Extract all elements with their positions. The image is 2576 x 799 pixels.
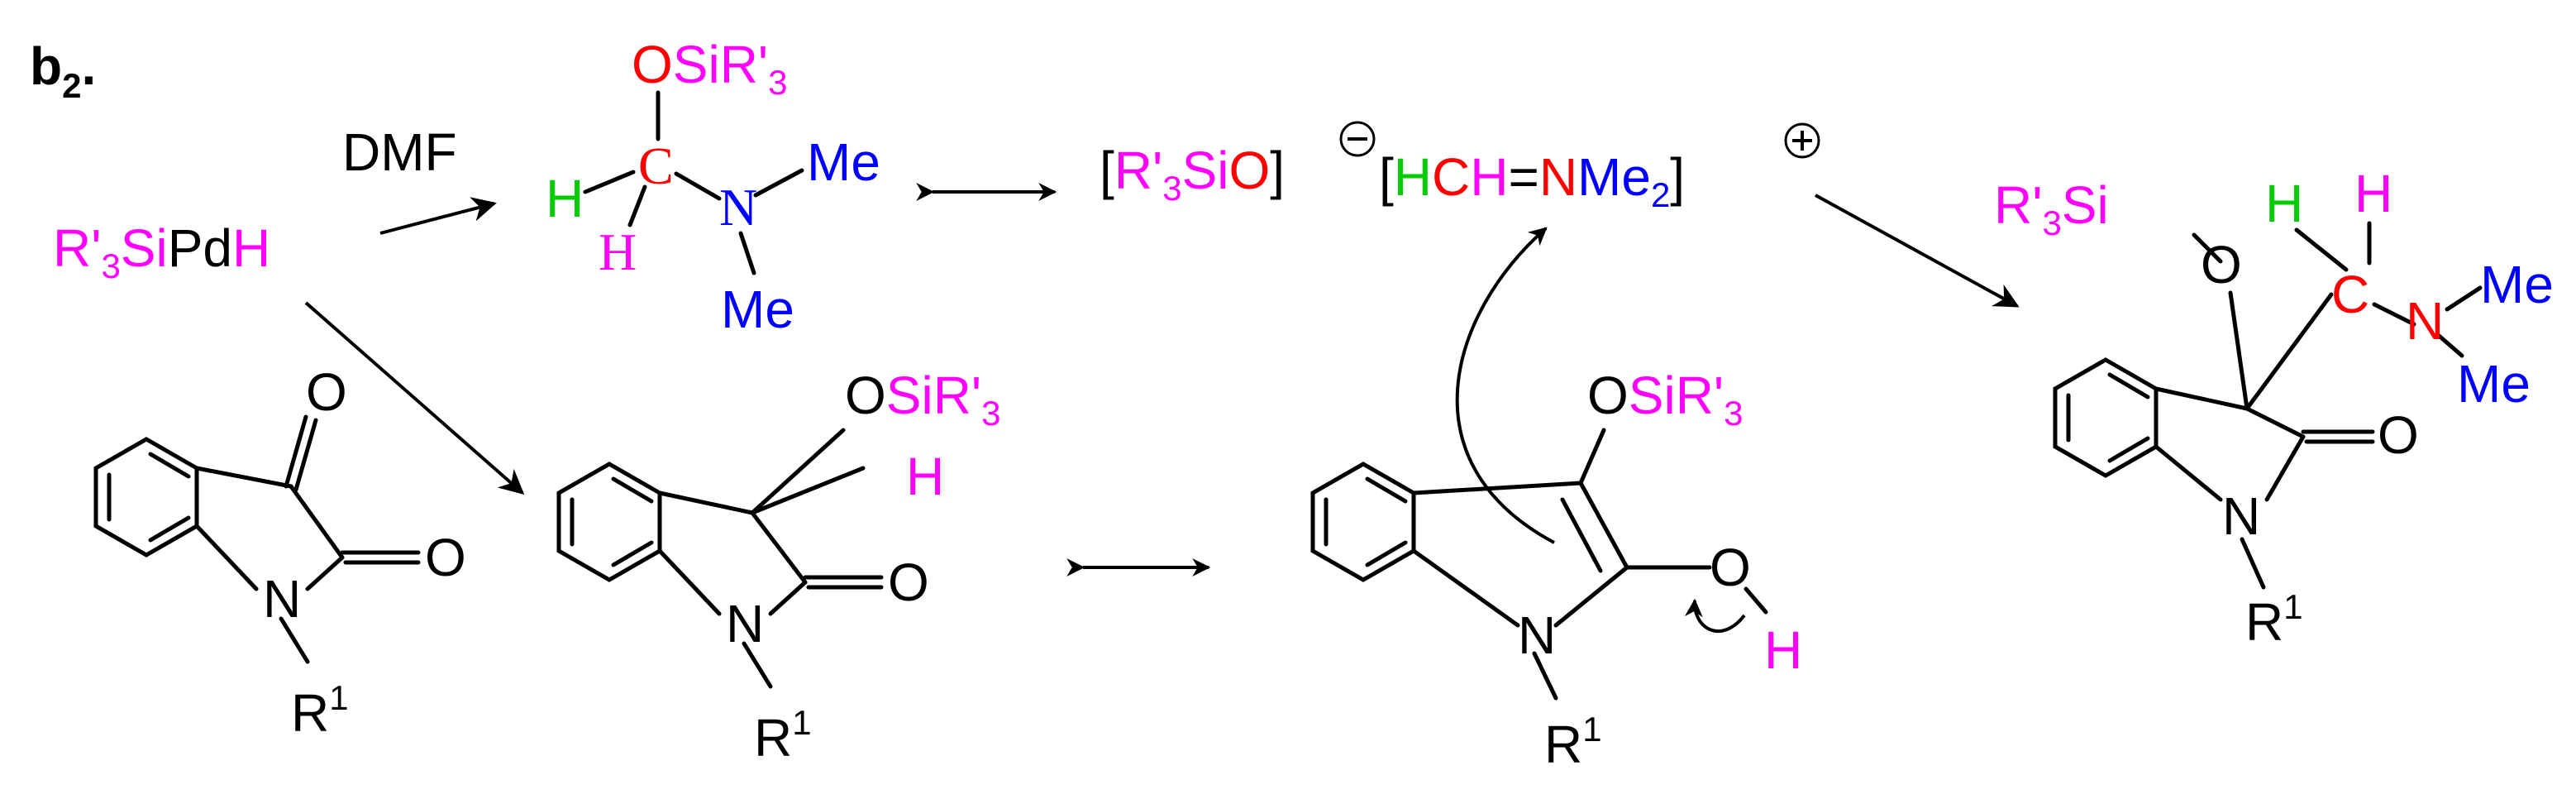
svg-text:R1: R1 [1544, 710, 1602, 774]
svg-text:O: O [306, 362, 347, 422]
svg-text:OSiR'3: OSiR'3 [845, 366, 1000, 433]
curved-arrow-to-iminium [1455, 227, 1555, 544]
svg-text:H: H [1764, 620, 1802, 680]
svg-text:R1: R1 [754, 703, 812, 768]
product-structure: R'3Si O H H C N Me Me O N R1 [1994, 164, 2554, 652]
svg-text:O: O [425, 528, 466, 587]
svg-text:OSiR'3: OSiR'3 [1587, 366, 1743, 433]
svg-text:H: H [906, 447, 944, 506]
svg-text:H: H [546, 169, 584, 228]
svg-text:N: N [1518, 605, 1556, 665]
svg-text:O: O [888, 553, 929, 612]
svg-text:H: H [2265, 174, 2303, 233]
svg-text:N: N [719, 178, 757, 237]
svg-text:O: O [2378, 405, 2419, 465]
negative-charge-icon [1339, 121, 1376, 157]
svg-text:R1: R1 [2245, 587, 2303, 652]
arrow-to-aminal [379, 197, 497, 235]
curved-arrow-oh [1684, 598, 1746, 634]
aminal-structure: OSiR'3 C H H N Me Me [546, 35, 880, 339]
dmf-label: DMF [342, 122, 457, 182]
svg-text:Me: Me [721, 280, 794, 339]
svg-text:H: H [599, 222, 637, 281]
silyloxy-intermediate-structure: OSiR'3 H O N R1 [556, 366, 1000, 768]
svg-text:R'3Si: R'3Si [1994, 175, 2109, 242]
arrow-to-intermediate [304, 301, 525, 495]
svg-text:N: N [726, 594, 764, 653]
arrow-to-product [1815, 194, 2020, 308]
svg-text:R1: R1 [291, 678, 349, 743]
svg-text:N: N [263, 569, 301, 629]
scheme-label: b2. [30, 36, 96, 105]
svg-text:[HCH=NMe2]: [HCH=NMe2] [1379, 147, 1685, 214]
silyl-palladium-hydride: R'3SiPdH [53, 218, 270, 285]
svg-text:O: O [1710, 538, 1751, 597]
svg-text:H: H [2354, 164, 2392, 223]
svg-text:O: O [2201, 235, 2242, 294]
svg-text:OSiR'3: OSiR'3 [632, 35, 787, 102]
svg-text:Me: Me [2480, 255, 2554, 314]
svg-text:[R'3SiO]: [R'3SiO] [1100, 141, 1285, 208]
svg-text:C: C [2331, 265, 2369, 324]
svg-text:Me: Me [2457, 354, 2531, 414]
positive-charge-icon [1784, 122, 1820, 159]
svg-text:Me: Me [807, 132, 880, 192]
isatin-structure: O O N R1 [93, 362, 466, 743]
enol-structure: OSiR'3 O H N R1 [1310, 227, 1802, 774]
svg-text:N: N [2406, 291, 2444, 351]
iminium-ion-pair: [R'3SiO] [HCH=NMe2] [1100, 121, 1820, 214]
svg-text:N: N [2222, 486, 2260, 546]
